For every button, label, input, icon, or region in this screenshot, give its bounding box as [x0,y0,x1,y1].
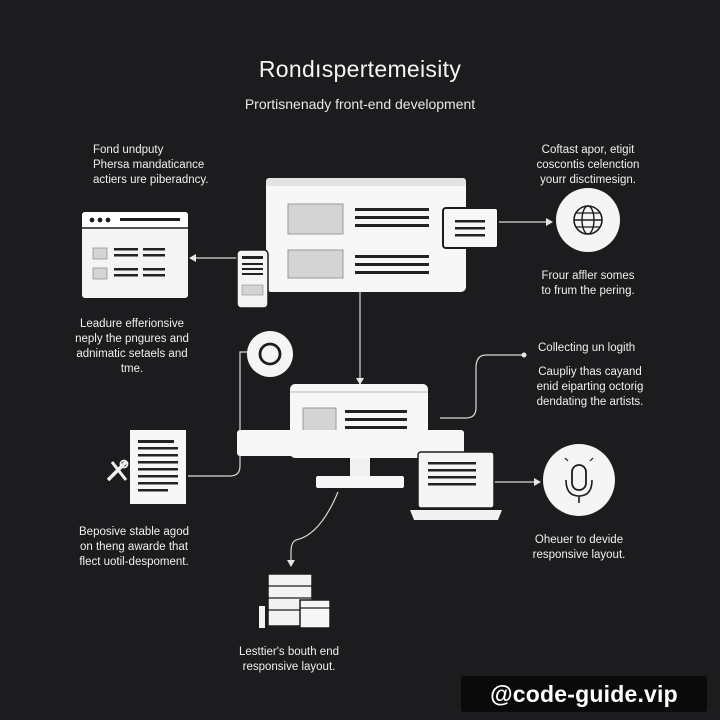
connector-dot [521,352,527,358]
mobile-phone [236,249,269,309]
note-top-left: Fond undputy Phersa mandaticance actiers… [93,143,208,188]
note-line: Leadure efferionsive [80,318,184,330]
note-line: neply the pngures and [75,333,189,345]
note-line: Fond undputy [93,144,164,156]
note-top-right: Coftast apor, etigit coscontis celenctio… [522,143,654,188]
boxes-icon [259,573,331,629]
note-line: Oheuer to devide [534,534,624,546]
laptop [410,451,502,520]
small-browser-window [82,212,188,298]
note-line: flect uotil-despoment. [79,556,189,568]
note-collecting: Collecting un logith [538,341,635,356]
note-line: responsive layout. [242,661,336,673]
note-line: Lesttier's bouth end [238,646,339,658]
connector-collecting-to-monitor [440,354,522,419]
connector-document-to-monitor [188,456,241,477]
note-line: adnimatic setaels and [76,348,188,360]
diagram-subtitle: Prortisnenady front-end development [244,96,476,112]
note-line: Frour affler somes [541,270,635,282]
note-line: responsive layout. [532,549,626,561]
note-line: Phersa mandaticance [93,159,205,171]
microphone-icon [543,444,615,516]
connector-monitor-to-boxes [287,491,339,567]
note-line: Caupliy thas cayand [538,366,642,378]
document-icon [130,430,186,504]
note-bottom-right: Oheuer to devide responsive layout. [516,533,642,563]
note-line: on theng awarde that [79,541,189,553]
note-line: actiers ure piberadncy. [93,174,209,186]
note-bottom-left: Beposive stable agod on theng awarde tha… [66,525,202,570]
target-ring-icon [247,331,293,377]
desktop-monitor [237,384,464,488]
floating-text-card [442,207,499,249]
note-right-lower: Caupliy thas cayand enid eiparting octor… [522,365,658,410]
note-line: coscontis celenction [536,159,640,171]
note-bottom-center: Lesttier's bouth end responsive layout. [224,645,354,675]
watermark-badge: @code-guide.vip [461,676,707,712]
note-mid-right: Frour affler somes to frum the pering. [522,269,654,299]
large-browser-window [266,178,466,292]
diagram-title: Rondıspertemeisity [258,56,462,82]
note-line: dendating the artists. [536,396,644,408]
note-line: tme. [120,363,144,375]
note-line: enid eiparting octorig [536,381,644,393]
tools-icon [106,459,129,482]
note-mid-left: Leadure efferionsive neply the pngures a… [66,317,198,377]
note-line: Collecting un logith [538,342,636,354]
note-line: Beposive stable agod [79,526,189,538]
note-line: Coftast apor, etigit [541,144,635,156]
globe-icon [556,188,620,252]
note-line: yourr disctimesign. [540,174,636,186]
note-line: to frum the pering. [541,285,635,297]
